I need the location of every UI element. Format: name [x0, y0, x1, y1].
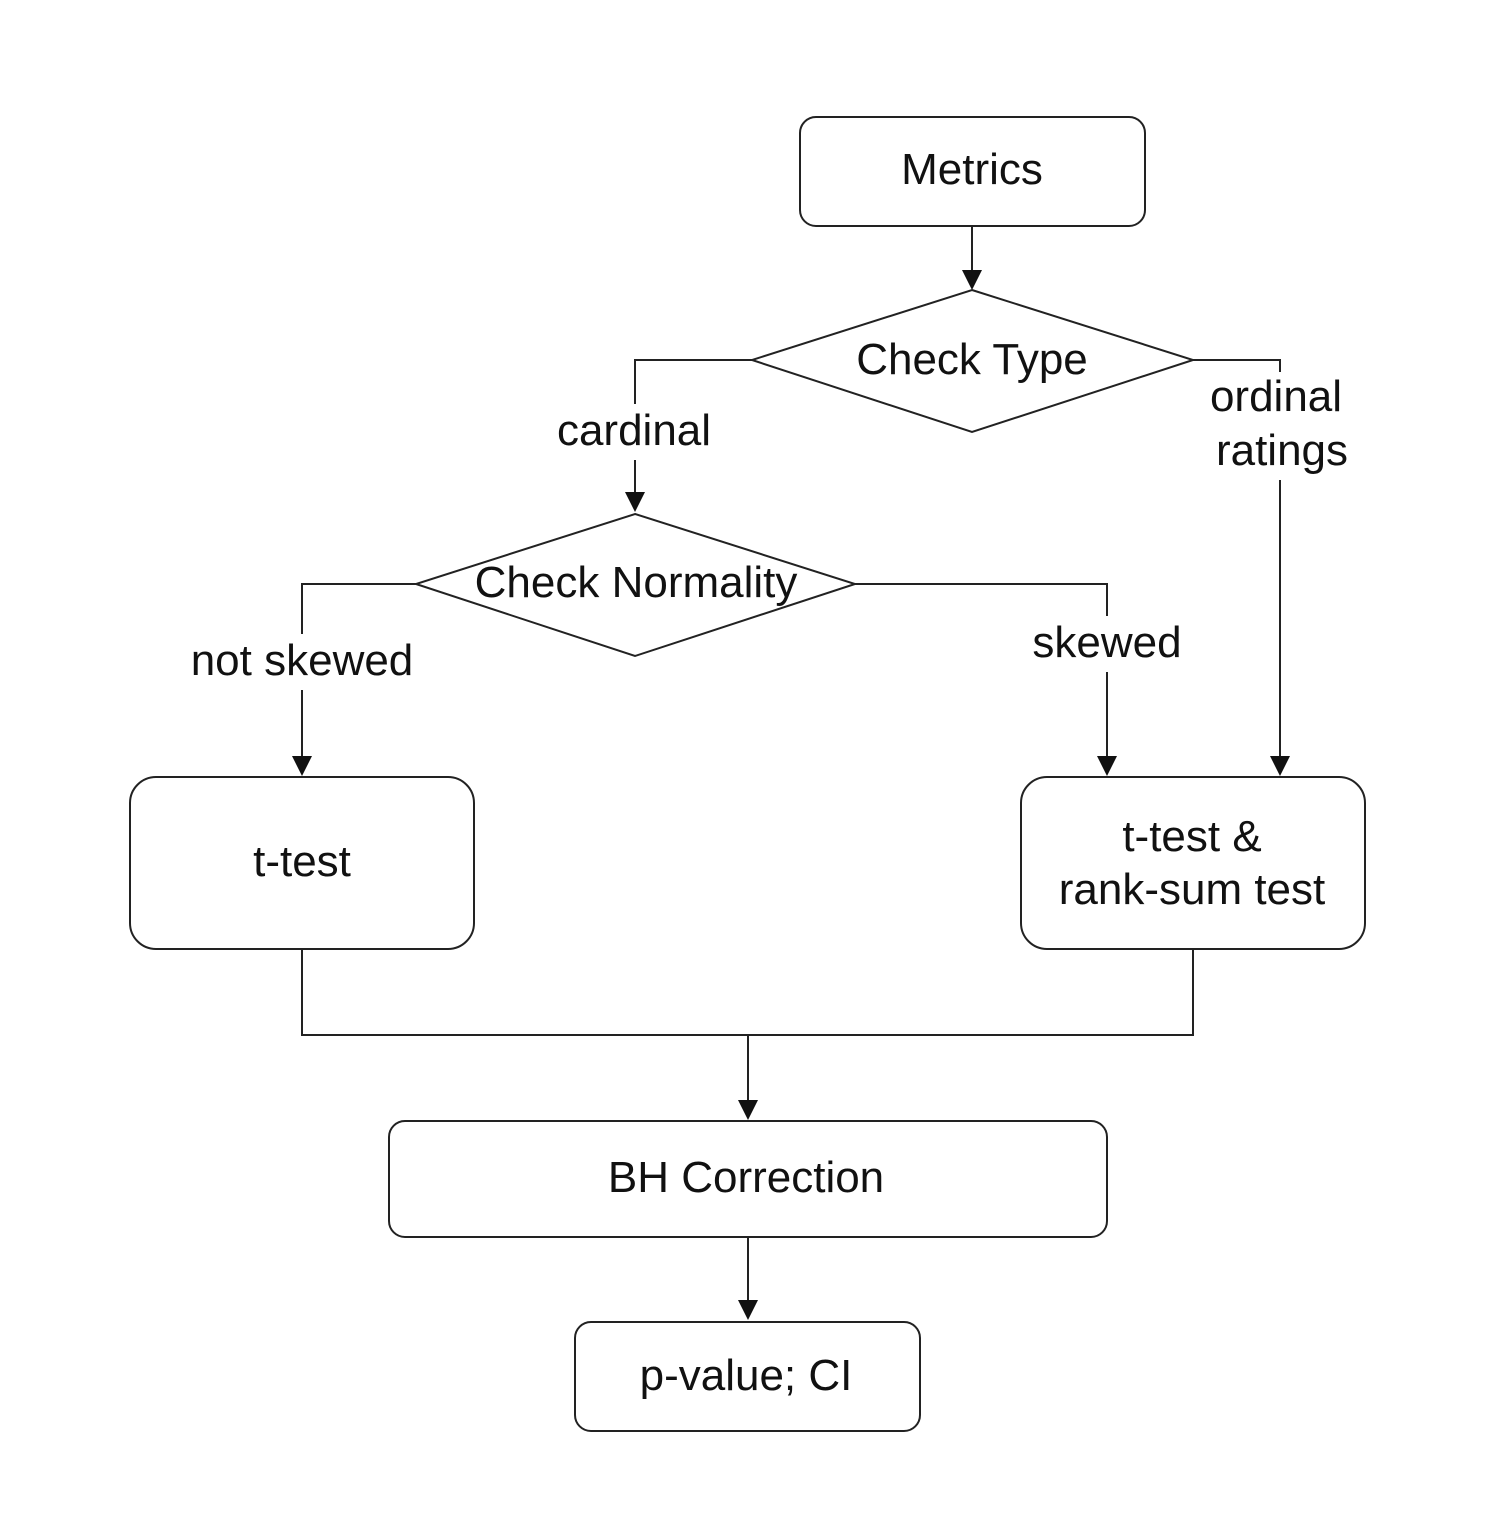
check-type-diamond	[748, 288, 1197, 434]
check-normality-diamond	[412, 512, 859, 658]
edge-t-test-to-merge	[301, 949, 1194, 1036]
node-t-test-rank-sum: t-test & rank-sum test	[1020, 776, 1366, 950]
edge-check-normality-to-ranksum	[855, 583, 1108, 762]
edge-check-normality-to-t-test	[301, 583, 416, 762]
arrowhead-ranksum-left	[1097, 756, 1117, 776]
t-test-label: t-test	[253, 837, 351, 886]
edge-label-ordinal: ordinal	[1210, 372, 1342, 421]
node-metrics: Metrics	[799, 116, 1146, 227]
node-p-value: p-value; CI	[574, 1321, 921, 1432]
arrowhead-ranksum-right	[1270, 756, 1290, 776]
label-bg-ordinal-ratings	[1200, 372, 1360, 480]
arrowhead-check-normality	[625, 492, 645, 512]
edge-label-skewed: skewed	[1032, 618, 1181, 667]
check-type-label: Check Type	[856, 335, 1088, 384]
connectors	[292, 226, 1290, 1320]
edge-label-ratings: ratings	[1216, 426, 1348, 475]
check-normality-label: Check Normality	[475, 558, 798, 607]
edge-check-type-to-ranksum	[1193, 359, 1281, 762]
t-test-rank-sum-label-line2: rank-sum test	[1059, 865, 1326, 914]
p-value-label: p-value; CI	[640, 1351, 853, 1400]
arrowhead-bh-correction	[738, 1100, 758, 1120]
label-bg-not-skewed	[180, 634, 424, 690]
arrowhead-p-value	[738, 1300, 758, 1320]
label-bg-skewed	[1026, 616, 1190, 672]
metrics-label: Metrics	[901, 145, 1043, 194]
label-bg-cardinal	[548, 404, 722, 460]
node-check-type: Check Type	[748, 288, 1197, 434]
bh-correction-box	[388, 1120, 1108, 1238]
edge-label-cardinal: cardinal	[557, 406, 711, 455]
arrowhead-t-test	[292, 756, 312, 776]
p-value-box	[574, 1321, 921, 1432]
edge-label-not-skewed: not skewed	[191, 636, 414, 685]
t-test-rank-sum-box	[1020, 776, 1366, 950]
metrics-box	[799, 116, 1146, 227]
node-bh-correction: BH Correction	[388, 1120, 1108, 1238]
t-test-rank-sum-label-line1: t-test &	[1122, 812, 1261, 861]
bh-correction-label: BH Correction	[608, 1153, 884, 1202]
edge-labels: cardinal ordinal ratings not skewed skew…	[180, 372, 1360, 690]
t-test-box	[129, 776, 475, 950]
arrowhead-check-type	[962, 270, 982, 290]
node-t-test: t-test	[129, 776, 475, 950]
node-check-normality: Check Normality	[412, 512, 859, 658]
